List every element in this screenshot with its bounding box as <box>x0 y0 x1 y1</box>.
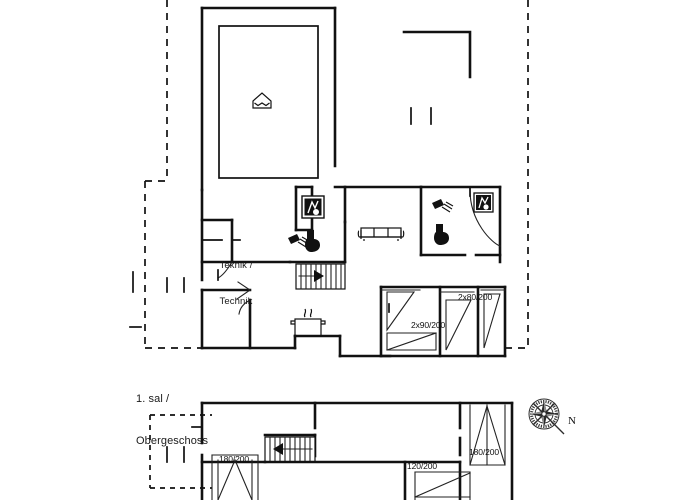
compass-rose <box>528 398 565 435</box>
door-label-180-left: 180/200 <box>219 454 250 464</box>
door-symbol-3 <box>445 299 472 351</box>
door-swing-bath2 <box>469 189 501 247</box>
floor-label-upper-floor: 1. sal / Obergeschoss <box>136 364 208 476</box>
floor-label-upper-line2: Obergeschoss <box>136 435 209 447</box>
toilet-icon <box>305 230 320 252</box>
upper-window-120-diag <box>414 472 471 498</box>
door-symbol-4 <box>483 293 501 349</box>
stairs-icon <box>263 433 317 463</box>
compass-north-label: N <box>568 415 576 427</box>
upper-window-right-diags <box>469 404 506 466</box>
ground-floor-group <box>129 0 529 358</box>
room-label-teknik: Teknik / Technik <box>208 236 264 332</box>
toilet-icon <box>434 224 449 245</box>
upper-window-120-sides <box>414 471 471 500</box>
washing-machine-icon <box>473 192 494 213</box>
upper-floor-group <box>149 398 565 500</box>
cooking-pot-icon <box>290 308 326 337</box>
upper-door-left-box <box>211 454 259 500</box>
door-label-2x90: 2x90/200 <box>411 320 446 330</box>
door-leaf-entry-b <box>237 281 251 291</box>
door-label-120: 120/200 <box>407 461 438 471</box>
stairs-icon <box>295 263 346 290</box>
door-label-180-right: 180/200 <box>469 447 500 457</box>
room-label-teknik-line2: Technik <box>219 296 253 307</box>
door-swing-entry <box>238 299 251 315</box>
pool-icon <box>252 92 272 109</box>
door-label-2x80: 2x80/200 <box>458 292 493 302</box>
door-symbol-2 <box>386 332 437 351</box>
upper-door-left-leaves <box>217 459 253 500</box>
shower-icon <box>432 199 454 213</box>
room-label-teknik-line1: Teknik / <box>219 260 253 271</box>
floor-label-upper-line1: 1. sal / <box>136 393 170 405</box>
wall-upper-right-L <box>402 30 472 79</box>
washing-machine-icon <box>301 195 325 219</box>
upper-door-left-diags <box>217 459 253 500</box>
door-symbol-1 <box>386 291 416 332</box>
door-symbol-2-diag <box>386 332 437 351</box>
swimming-pool-basin <box>218 25 319 179</box>
door-leaf-entry-a <box>236 289 251 300</box>
door-swing-teknik <box>217 261 233 279</box>
sofa-icon <box>357 227 405 241</box>
